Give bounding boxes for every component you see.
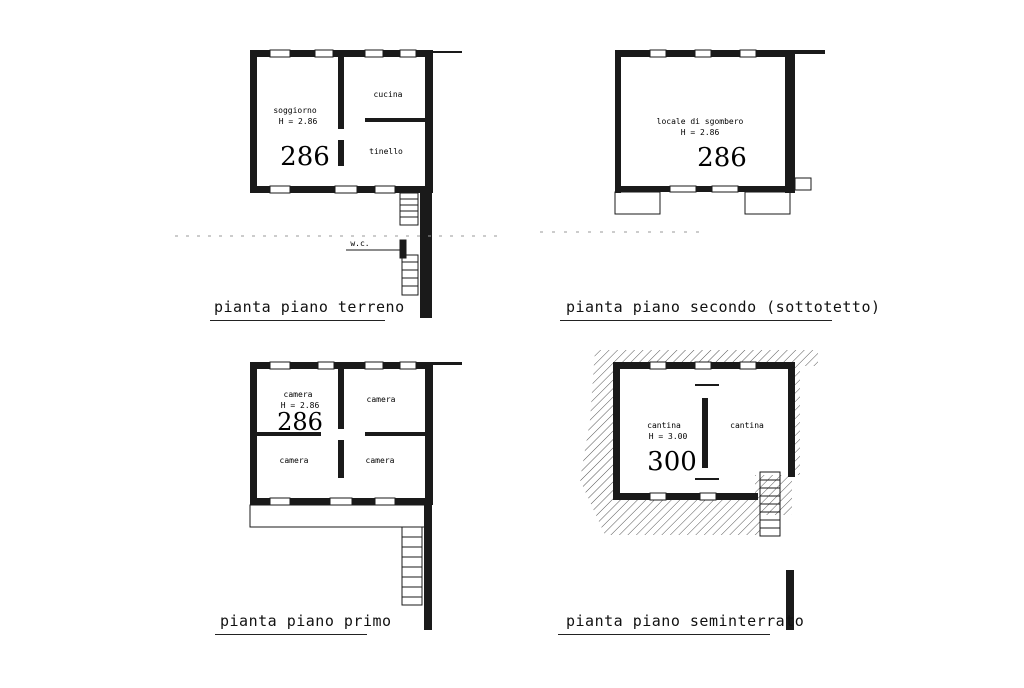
room-label: tinello	[369, 147, 403, 156]
handwritten-height: 286	[280, 142, 330, 172]
interior-walls	[257, 369, 425, 478]
basement-stair	[759, 471, 781, 537]
caption-ground-floor: pianta piano terreno	[214, 298, 405, 316]
plan-second-floor-attic: locale di sgombero H = 2.86 286	[540, 49, 825, 233]
exterior-stair	[346, 192, 419, 296]
room-height: H = 2.86	[281, 401, 320, 410]
interior-walls	[338, 57, 425, 166]
window-openings	[649, 49, 757, 193]
plan-ground-floor: soggiorno H = 2.86 286 cucina tinello w.…	[175, 49, 500, 318]
room-label: camera	[367, 395, 396, 404]
party-wall	[424, 505, 432, 630]
plan-first-floor: camera H = 2.86 286 camera camera camera	[249, 361, 462, 630]
exterior-stair	[249, 504, 426, 606]
room-label: camera	[284, 390, 313, 399]
room-label: cucina	[374, 90, 403, 99]
dormer-outlines	[614, 177, 812, 215]
caption-basement: pianta piano seminterrato	[566, 612, 805, 630]
caption-underline	[215, 634, 367, 635]
room-label: soggiorno	[273, 106, 317, 115]
room-height: H = 2.86	[279, 117, 318, 126]
room-height: H = 2.86	[681, 128, 720, 137]
caption-underline	[210, 320, 385, 321]
earth-hatch	[580, 350, 818, 535]
caption-first-floor: pianta piano primo	[220, 612, 392, 630]
room-label: cantina	[730, 421, 764, 430]
room-height: H = 3.00	[649, 432, 688, 441]
caption-second-floor: pianta piano secondo (sottotetto)	[566, 298, 881, 316]
room-label: cantina	[647, 421, 681, 430]
plan-basement: cantina H = 3.00 300 cantina	[580, 350, 818, 630]
handwritten-height: 286	[697, 143, 747, 173]
room-label: w.c.	[350, 239, 369, 248]
party-wall	[420, 193, 432, 318]
caption-underline	[558, 634, 770, 635]
handwritten-height: 300	[647, 447, 697, 477]
room-label: camera	[280, 456, 309, 465]
window-openings	[649, 361, 757, 501]
interior-walls	[695, 384, 719, 480]
caption-underline	[560, 320, 832, 321]
party-wall	[786, 570, 794, 630]
handwritten-height: 286	[277, 408, 323, 436]
window-openings	[269, 49, 417, 194]
room-label: camera	[366, 456, 395, 465]
room-label: locale di sgombero	[657, 117, 744, 126]
